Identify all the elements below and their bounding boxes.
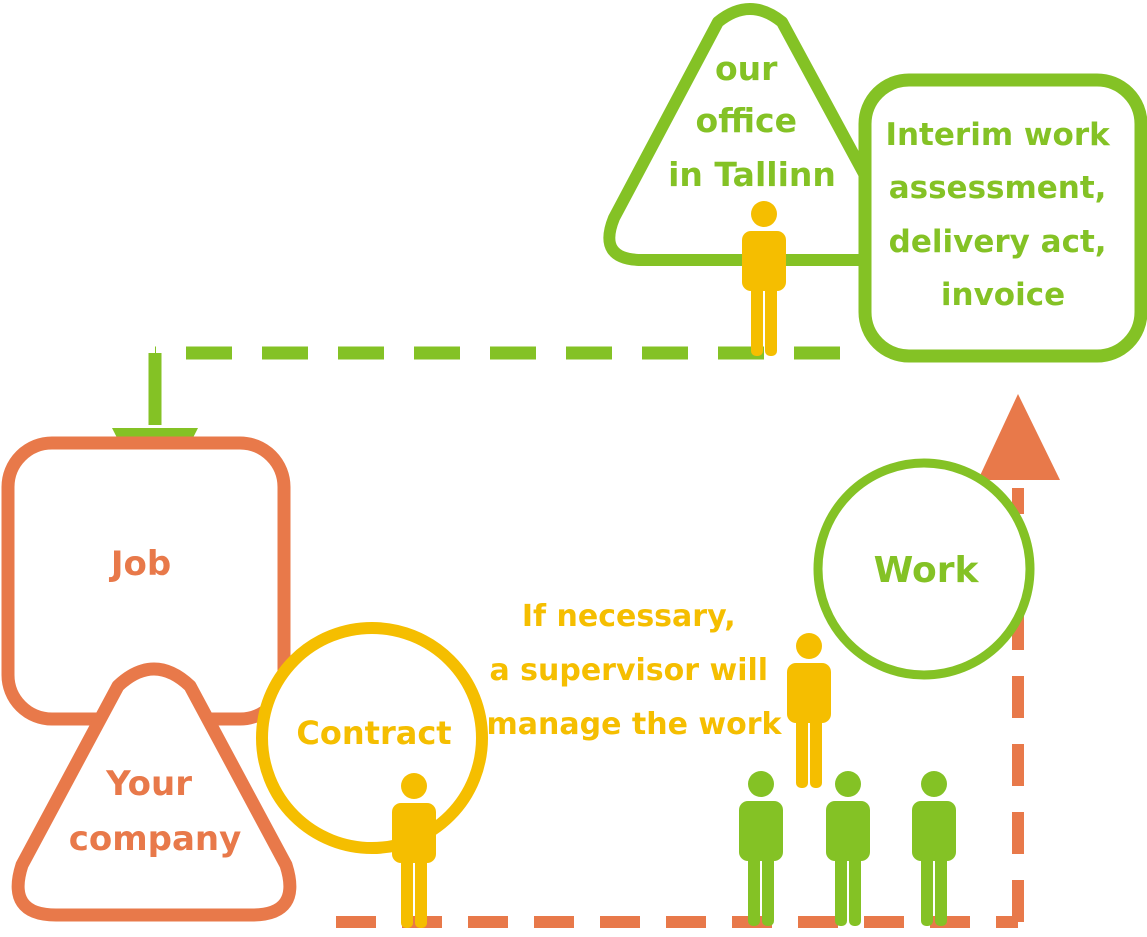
office-label: our office in Tallinn	[668, 49, 836, 194]
contract-circle	[256, 622, 488, 854]
work-label: Work	[874, 550, 980, 591]
supervisor-note-line-2: a supervisor will	[489, 653, 768, 688]
interim-line-3: delivery act,	[889, 224, 1107, 260]
job-label: Job	[109, 544, 171, 584]
office-line-2: office	[696, 101, 797, 140]
interim-line-2: assessment,	[889, 170, 1107, 206]
your-company-line-1: Your	[105, 764, 192, 804]
supervisor-note-line-3: manage the work	[487, 707, 783, 742]
supervisor-note: If necessary, a supervisor will manage t…	[487, 599, 783, 742]
contract-label: Contract	[296, 714, 451, 752]
supervisor-person-icon	[787, 633, 831, 788]
work-circle	[813, 458, 1035, 680]
forward-arrow-head	[978, 394, 1060, 480]
interim-line-4: invoice	[941, 277, 1065, 313]
worker-person-icon-3	[912, 771, 956, 926]
supervisor-note-line-1: If necessary,	[522, 599, 736, 634]
your-company-line-2: company	[69, 819, 242, 859]
office-line-3: in Tallinn	[668, 155, 836, 194]
interim-label: Interim work assessment, delivery act, i…	[885, 117, 1120, 313]
your-company-triangle	[11, 662, 297, 922]
interim-line-1: Interim work	[885, 117, 1111, 153]
worker-person-icon-2	[826, 771, 870, 926]
your-company-label: Your company	[69, 764, 242, 859]
worker-person-icon-1	[739, 771, 783, 926]
office-line-1: our	[715, 49, 778, 88]
interim-box	[858, 73, 1147, 363]
